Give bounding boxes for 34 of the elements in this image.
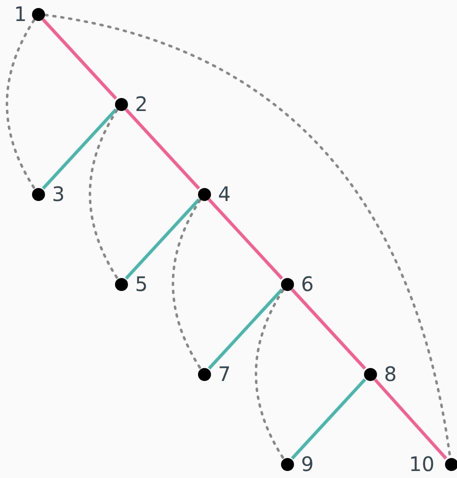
- edge-line: [290, 378, 366, 460]
- edge-line: [42, 18, 118, 100]
- dotted-arc: [88, 109, 118, 279]
- edge-line: [208, 198, 284, 280]
- edge-line: [124, 198, 200, 280]
- dotted-arc: [44, 14, 452, 458]
- vertex-dot: [114, 278, 128, 290]
- dotted-arc: [6, 19, 36, 189]
- vertex-number: 4: [218, 183, 231, 205]
- vertex-number: 3: [52, 183, 65, 205]
- edge-line: [290, 288, 366, 370]
- edge-line: [208, 288, 284, 370]
- vertex-dot: [32, 8, 44, 20]
- vertex-dot: [364, 368, 376, 380]
- vertex-dot: [198, 188, 210, 200]
- vertex-number: 2: [135, 93, 148, 115]
- dotted-arc: [172, 199, 202, 369]
- vertex-dot: [444, 458, 457, 470]
- vertex-dot: [280, 278, 294, 290]
- edge-line: [42, 108, 118, 190]
- edge-line: [124, 108, 200, 190]
- vertex-dot: [114, 98, 128, 110]
- vertex-number: 6: [301, 273, 314, 295]
- vertex-number: 10: [409, 453, 434, 475]
- vertex-dot: [198, 368, 210, 380]
- vertex-dot: [32, 188, 44, 200]
- vertex-number: 8: [384, 363, 397, 385]
- vertex-number: 5: [135, 273, 148, 295]
- edge-line: [374, 378, 448, 460]
- vertex-dot: [280, 458, 294, 470]
- vertex-number: 1: [14, 3, 27, 25]
- vertex-number: 9: [301, 453, 314, 475]
- dotted-arc: [254, 289, 284, 459]
- vertex-number: 7: [218, 363, 231, 385]
